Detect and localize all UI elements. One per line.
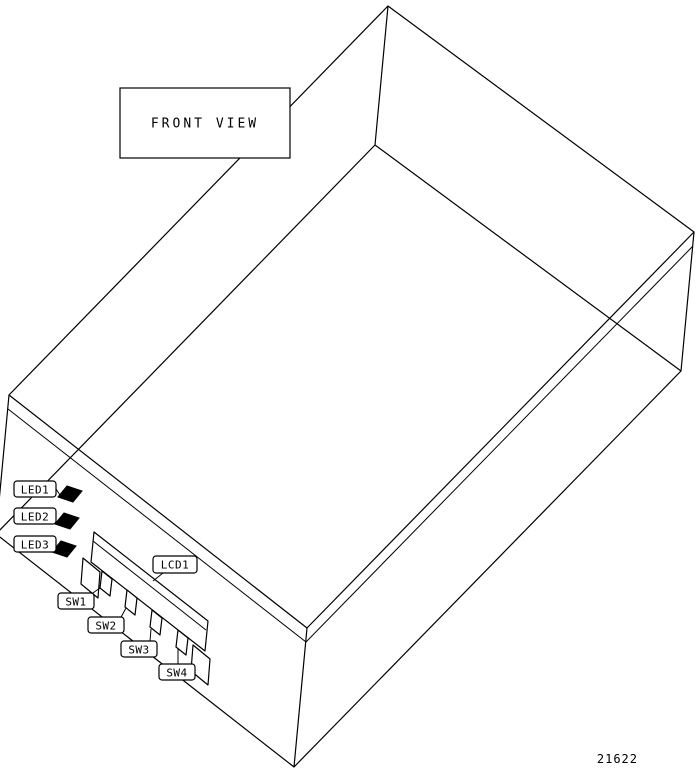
view-title-callout: FRONT VIEW [119,87,291,159]
sw1-callout-label: SW1 [65,596,86,609]
switch-row [99,570,189,656]
sw3-leader-line [149,628,152,642]
sw3-callout-label: SW3 [128,644,149,657]
led1-indicator [57,485,83,503]
led2-callout: LED2 [13,507,57,525]
led2-callout-label: LED2 [21,511,50,524]
sw1-switch [99,570,113,597]
sw3-callout-box [120,640,158,658]
sw4-switch [175,629,189,656]
led3-indicator [51,540,77,558]
lcd1-leader-line [152,572,164,582]
led2-indicator [54,512,80,530]
front-view-title: FRONT VIEW [151,117,259,132]
sw3-switch [149,609,163,636]
led3-callout-box [13,535,57,553]
lcd-mounting-ear-left [80,557,101,599]
sw1-callout: SW1 [57,592,95,610]
sw2-switch [124,589,138,616]
figure-number: 21622 [597,752,638,766]
led2-callout-box [13,507,57,525]
sw4-callout: SW4 [158,663,196,681]
sw3-callout: SW3 [120,640,158,658]
lcd-mounting-ear-right [190,644,211,686]
led1-callout-box [13,480,57,498]
lcd1-callout-box [152,555,198,574]
sw4-callout-box [158,663,196,681]
sw4-callout-label: SW4 [166,667,187,680]
led-column [51,485,83,558]
lcd1-callout: LCD1 [152,555,198,574]
led1-callout: LED1 [13,480,57,498]
sw1-callout-box [57,592,95,610]
sw2-callout-box [87,616,125,634]
led1-leader-line [55,488,61,496]
chassis-wireframe-outline [0,5,695,768]
lcd1-callout-label: LCD1 [161,559,190,572]
led3-callout-label: LED3 [21,539,50,552]
lcd-display-bar [90,531,209,652]
led3-callout: LED3 [13,535,57,553]
front-view-title-box [119,87,291,159]
lcd-bar-top-edge [92,540,207,631]
lcd-assembly [80,531,211,686]
led1-callout-label: LED1 [21,484,50,497]
sw2-callout-label: SW2 [95,620,116,633]
chassis-front-seam-line [7,245,694,643]
sw2-callout: SW2 [87,616,125,634]
